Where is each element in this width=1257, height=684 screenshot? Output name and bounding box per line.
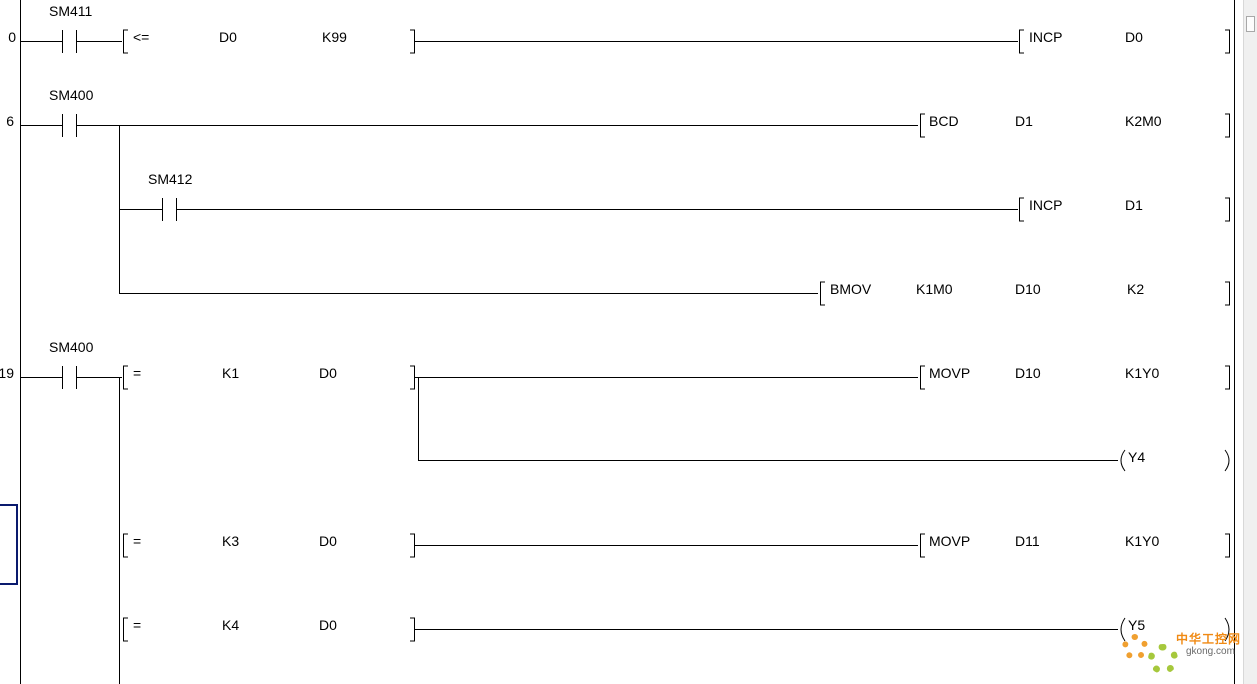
rung-19[interactable]: 19 SM400 = K1 D0 MOVP D10 K1Y0 Y4 = K3 — [0, 339, 1230, 684]
compare-operand: K1 — [222, 365, 239, 381]
rung-0[interactable]: 0 SM411 <= D0 K99 INCP D0 — [8, 3, 1230, 54]
instruction-operand: K2 — [1127, 281, 1144, 297]
output-coil[interactable]: Y5 — [1120, 617, 1230, 642]
compare-operator: = — [133, 533, 141, 549]
scroll-thumb[interactable] — [1246, 16, 1255, 32]
watermark-logo: 中华工控网 gkong.com — [1118, 626, 1244, 676]
watermark-text-en: gkong.com — [1186, 646, 1235, 657]
step-number: 0 — [8, 29, 16, 45]
instruction-name: MOVP — [929, 365, 970, 381]
step-number: 6 — [6, 113, 14, 129]
compare-operand: D0 — [219, 29, 237, 45]
compare-operand: D0 — [319, 617, 337, 633]
contact-label: SM400 — [49, 339, 94, 355]
instruction-operand: D1 — [1125, 197, 1143, 213]
watermark-text-cn: 中华工控网 — [1176, 632, 1242, 646]
rung-6[interactable]: 6 SM400 BCD D1 K2M0 SM412 INCP D1 BMOV K… — [6, 87, 1230, 306]
compare-bracket-left — [123, 29, 128, 54]
selection-cursor[interactable] — [0, 504, 18, 585]
instruction-name: INCP — [1029, 29, 1062, 45]
contact-label: SM411 — [49, 3, 93, 19]
compare-operand: K4 — [222, 617, 239, 633]
compare-operator: = — [133, 617, 141, 633]
coil-label: Y4 — [1128, 449, 1145, 465]
gear-icon — [1148, 644, 1178, 674]
compare-operator: = — [133, 365, 141, 381]
instruction-operand: K1M0 — [916, 281, 953, 297]
compare-bracket-right — [410, 29, 415, 54]
instruction-name: INCP — [1029, 197, 1062, 213]
normally-open-contact[interactable] — [62, 366, 77, 389]
contact-label: SM400 — [49, 87, 94, 103]
instruction-operand: D0 — [1125, 29, 1143, 45]
gear-icon — [1122, 634, 1148, 660]
coil-label: Y5 — [1128, 617, 1145, 633]
output-coil[interactable]: Y4 — [1120, 449, 1230, 472]
instruction-name: BMOV — [830, 281, 872, 297]
instruction-operand: D1 — [1015, 113, 1033, 129]
instruction-operand: D10 — [1015, 281, 1041, 297]
step-number: 19 — [0, 365, 14, 381]
contact-label: SM412 — [148, 171, 193, 187]
instruction-bracket-right — [1225, 29, 1230, 54]
instruction-operand: K1Y0 — [1125, 533, 1159, 549]
normally-open-contact[interactable] — [62, 30, 77, 53]
instruction-operand: K1Y0 — [1125, 365, 1159, 381]
normally-open-contact[interactable] — [162, 198, 177, 221]
compare-operand: K99 — [322, 29, 347, 45]
compare-operand: D0 — [319, 533, 337, 549]
normally-open-contact[interactable] — [62, 114, 77, 137]
compare-operand: D0 — [319, 365, 337, 381]
compare-operand: K3 — [222, 533, 239, 549]
instruction-name: BCD — [929, 113, 959, 129]
instruction-operand: D11 — [1015, 533, 1040, 549]
instruction-operand: D10 — [1015, 365, 1041, 381]
compare-operator: <= — [133, 29, 149, 45]
instruction-name: MOVP — [929, 533, 970, 549]
instruction-operand: K2M0 — [1125, 113, 1162, 129]
instruction-bracket-left — [1019, 29, 1024, 54]
vertical-scrollbar[interactable] — [1243, 0, 1257, 684]
